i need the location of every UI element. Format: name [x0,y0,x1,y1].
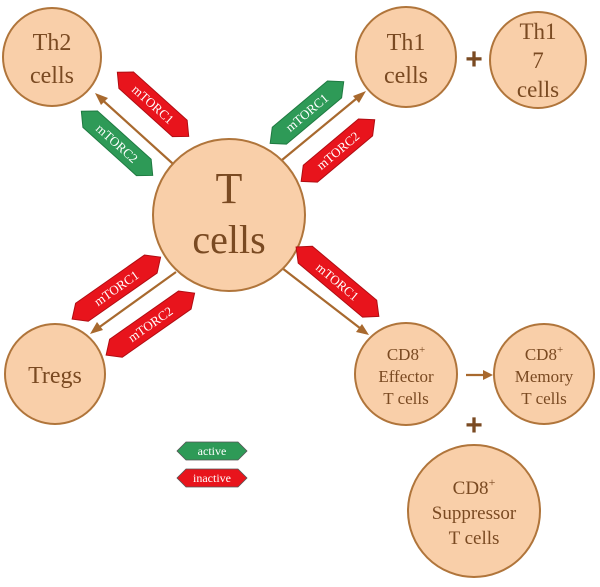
th2-mtorc2-shape [80,110,154,177]
arrow-t-to-tregs-head [90,322,103,334]
cd8-memory-circle [493,323,595,425]
legend-inactive-swatch [176,468,248,488]
t-cells-label-line1: T [216,164,243,213]
cells: T cells Th2 cells Th1 cells Th1 7 cells … [2,6,595,578]
th17-cells-label-line3: cells [517,77,559,102]
cd8-effector-label-line3: T cells [383,389,428,408]
arrow-t-to-cd8-effector [281,267,366,333]
arrow-t-to-th1-head [353,91,366,103]
th1-cells-label-line2: cells [384,63,428,89]
legend-inactive-label: inactive [193,471,231,485]
legend-inactive: inactive [176,468,248,488]
th1-mtorc2-shape [300,118,376,183]
arrow-t-to-th2 [97,95,183,173]
cd8-effector-cd8: CD8 [387,345,419,364]
arrows [90,91,493,380]
cd8-effector-label-line1: CD8+ [387,344,425,364]
th17-cells-circle [489,11,587,109]
arrow-t-to-th1 [281,93,363,161]
cd8-suppressor-label-line3: T cells [449,528,500,549]
th2-cells-label-line1: Th2 [33,30,72,56]
legend-active-label: active [198,444,227,458]
cd8-effector-sup: + [419,344,425,356]
th2-mtorc1-shape [116,71,190,138]
th1-mtorc1-shape [269,80,345,145]
cd8-mtorc1-shape [295,245,380,318]
tregs-label: Tregs [28,363,82,389]
arrow-t-to-th2-head [95,93,108,105]
arrow-t-to-tregs [93,271,177,332]
th1-mtorc2-badge: mTORC2 [300,118,376,183]
th1-cells-circle [355,6,457,108]
t-cells-label-line2: cells [192,217,265,262]
cd8-memory-sup: + [557,344,563,356]
legend-active-swatch [176,441,248,461]
th2-cells-circle [2,7,102,107]
th17-cells-label-line1: Th1 [519,19,556,44]
plus-sign-memory-suppressor: + [465,409,483,442]
cd8-suppressor-circle [407,444,541,578]
treg-mtorc1-shape [71,254,162,322]
cd8-suppressor-sup: + [489,475,496,489]
cd8-effector-label-line2: Effector [378,367,434,386]
cd8-suppressor-cd8: CD8 [453,478,489,499]
arrow-t-to-cd8-effector-head [356,324,369,335]
tregs-circle [4,323,106,425]
cd8-suppressor-label-line1: CD8+ [453,475,496,499]
th1-cells-label-line1: Th1 [387,30,426,56]
cd8-memory-label-line2: Memory [515,367,574,386]
arrow-effector-to-memory-head [483,370,493,380]
cd8-memory-label-line1: CD8+ [525,344,563,364]
cd8-effector-circle [354,322,458,426]
th17-cells-label-line2: 7 [532,48,544,73]
legend-active: active [176,441,248,461]
th2-cells-label-line2: cells [30,63,74,89]
legend: active inactive [176,441,248,488]
treg-mtorc2-shape [105,290,196,358]
cd8-memory-cd8: CD8 [525,345,557,364]
th2-mtorc1-badge: mTORC1 [116,71,190,138]
t-cells-circle [152,138,306,292]
plus-sign-th1-th17: + [465,43,483,76]
cd8-suppressor-label-line2: Suppressor [432,503,517,524]
th2-mtorc2-badge: mTORC2 [80,110,154,177]
cd8-memory-label-line3: T cells [521,389,566,408]
